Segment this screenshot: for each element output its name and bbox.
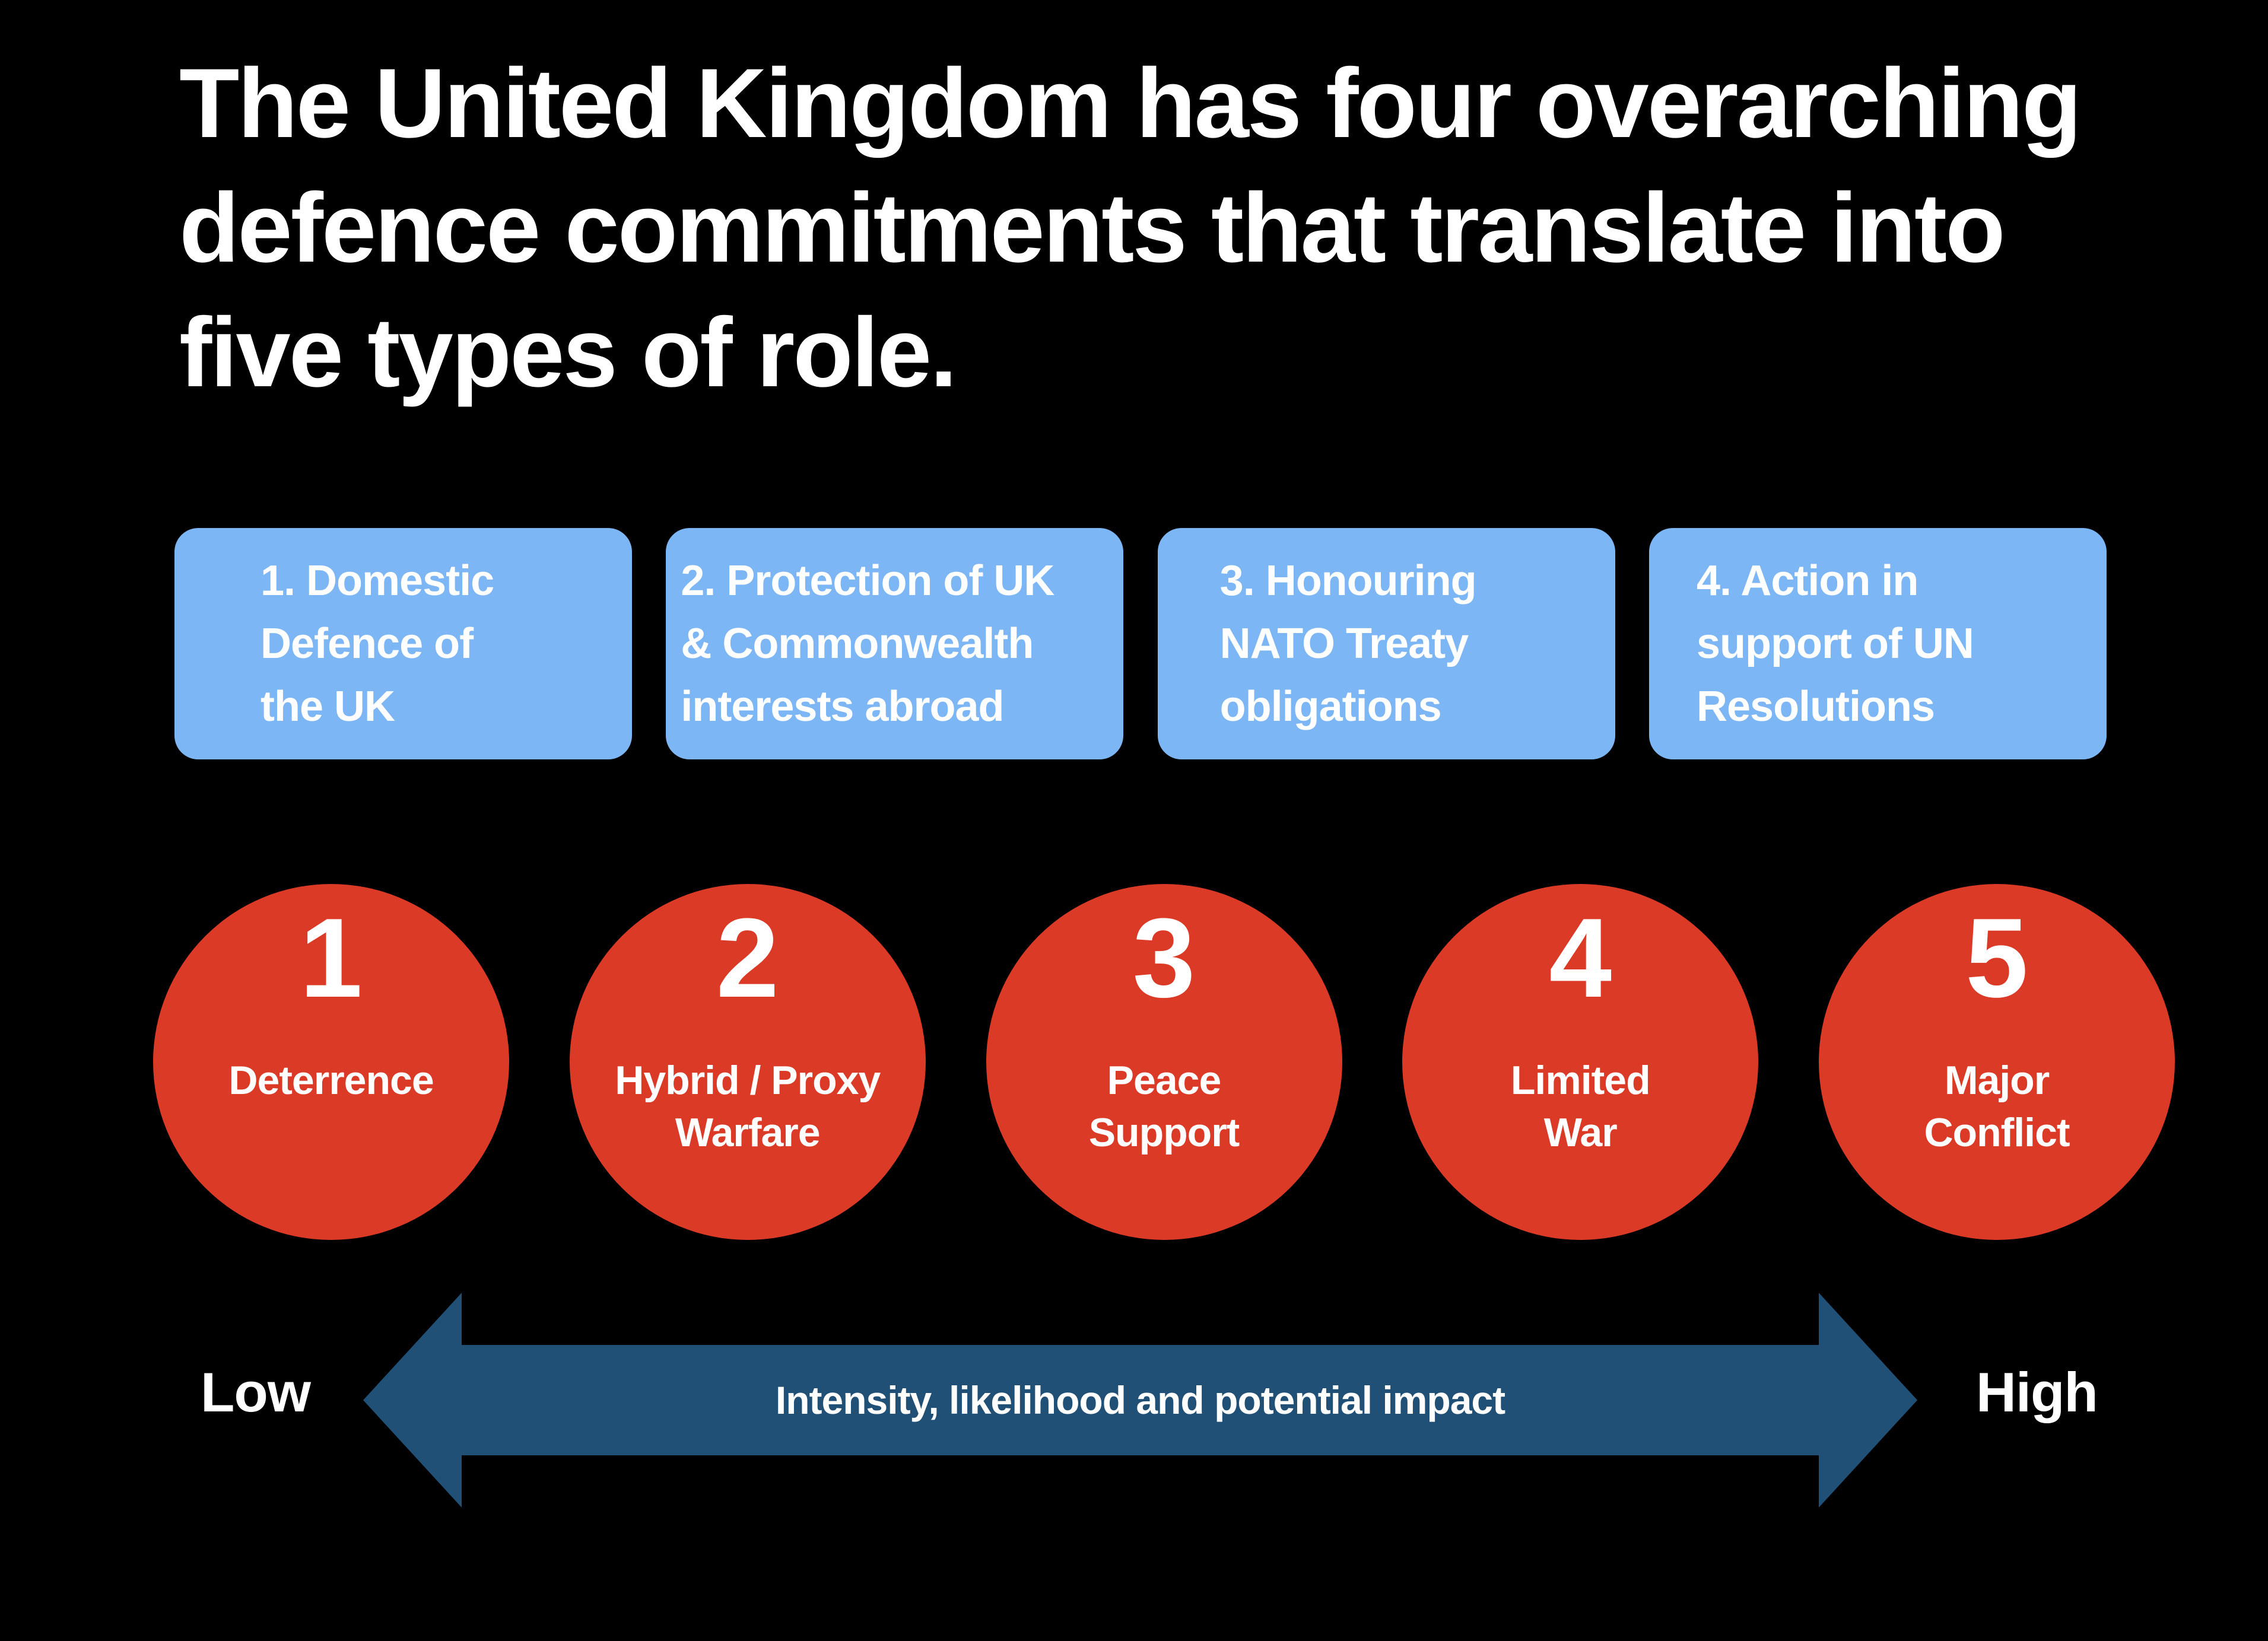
role-circle-3-label-line-2: Support	[1088, 1110, 1240, 1155]
axis-arrow-label: Intensity, likelihood and potential impa…	[775, 1378, 1505, 1422]
role-circle-3-label-line-1: Peace	[1107, 1058, 1222, 1103]
role-circle-5-label-line-1: Major	[1944, 1058, 2050, 1103]
role-circle-4-number: 4	[1549, 895, 1612, 1021]
role-circle-2-number: 2	[716, 895, 779, 1021]
commitment-box-1-line-3: the UK	[261, 683, 395, 730]
intensity-axis-arrow: Intensity, likelihood and potential impa…	[363, 1293, 1917, 1508]
commitment-box-1: 1. Domestic Defence of the UK	[174, 528, 632, 759]
role-circle-3-number: 3	[1132, 895, 1196, 1021]
title-line-3: five types of role.	[179, 298, 957, 408]
role-circle-4-label-line-1: Limited	[1510, 1058, 1651, 1103]
commitment-box-4-line-1: 4. Action in	[1696, 557, 1918, 605]
role-circle-4: 4 Limited War	[1402, 884, 1759, 1240]
role-circle-5: 5 Major Conflict	[1819, 884, 2175, 1240]
role-circle-1-number: 1	[300, 895, 363, 1021]
commitment-box-2-line-2: & Commonwealth	[681, 620, 1034, 667]
commitments-row: 1. Domestic Defence of the UK 2. Protect…	[174, 528, 2107, 759]
commitment-box-2: 2. Protection of UK & Commonwealth inter…	[666, 528, 1124, 759]
slide-title: The United Kingdom has four overarching …	[179, 42, 2082, 415]
role-circle-5-label: Major Conflict	[1819, 1054, 2175, 1159]
role-circle-5-number: 5	[1965, 895, 2028, 1021]
role-circle-3-label: Peace Support	[986, 1054, 1342, 1159]
role-circle-4-label: Limited War	[1402, 1054, 1758, 1159]
roles-row: 1 Deterrence 2 Hybrid / Proxy Warfare 3 …	[153, 884, 2175, 1240]
role-circle-3: 3 Peace Support	[986, 884, 1342, 1240]
role-circle-1-label: Deterrence	[153, 1054, 509, 1106]
commitment-box-3: 3. Honouring NATO Treaty obligations	[1157, 528, 1615, 759]
arrow-body: Intensity, likelihood and potential impa…	[462, 1345, 1819, 1455]
role-circle-1-label-line-1: Deterrence	[228, 1058, 434, 1103]
role-circle-1: 1 Deterrence	[153, 884, 509, 1240]
title-line-1: The United Kingdom has four overarching	[179, 49, 2082, 158]
commitment-box-1-line-2: Defence of	[261, 620, 474, 667]
axis-low-label: Low	[201, 1361, 311, 1423]
role-circle-5-label-line-2: Conflict	[1924, 1110, 2070, 1155]
role-circle-2: 2 Hybrid / Proxy Warfare	[569, 884, 926, 1240]
commitment-box-4-line-3: Resolutions	[1696, 683, 1935, 730]
commitment-box-3-line-3: obligations	[1219, 683, 1442, 730]
commitment-box-2-line-1: 2. Protection of UK	[681, 557, 1054, 605]
commitment-box-2-line-3: interests abroad	[681, 683, 1004, 730]
commitment-box-1-line-1: 1. Domestic	[261, 557, 494, 605]
arrow-right-head-icon	[1819, 1293, 1917, 1508]
role-circle-2-label: Hybrid / Proxy Warfare	[570, 1054, 926, 1159]
title-line-2: defence commitments that translate into	[179, 173, 2006, 283]
axis-high-label: High	[1976, 1361, 2098, 1423]
arrow-left-head-icon	[363, 1293, 462, 1508]
role-circle-4-label-line-2: War	[1543, 1110, 1618, 1155]
role-circle-2-label-line-2: Warfare	[675, 1110, 821, 1155]
role-circle-2-label-line-1: Hybrid / Proxy	[615, 1058, 881, 1103]
commitment-box-4-line-2: support of UN	[1696, 620, 1974, 667]
commitment-box-3-line-1: 3. Honouring	[1219, 557, 1477, 605]
commitment-box-3-line-2: NATO Treaty	[1219, 620, 1469, 667]
commitment-box-4: 4. Action in support of UN Resolutions	[1648, 528, 2107, 759]
